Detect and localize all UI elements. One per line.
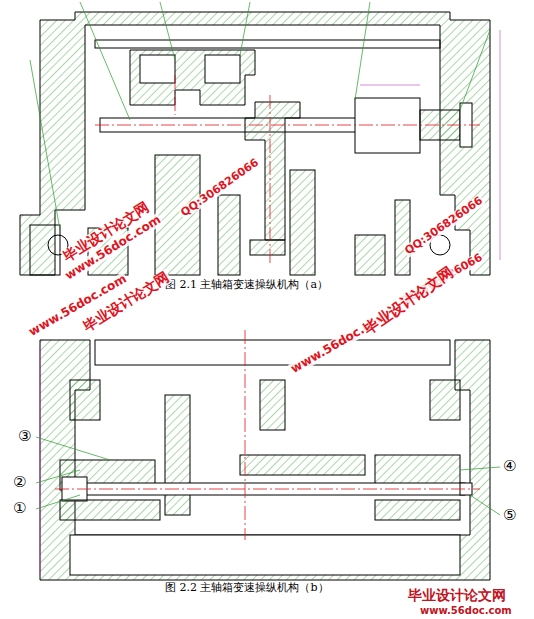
figure-caption: 图 2.1 主轴箱变速操纵机构（a） bbox=[165, 279, 328, 291]
callout-number: ② bbox=[13, 474, 26, 491]
callout-number: ④ bbox=[503, 458, 516, 475]
callout-number: ③ bbox=[18, 428, 31, 445]
logo-text: www.56doc.com bbox=[420, 605, 512, 616]
callout-number: ① bbox=[13, 500, 26, 517]
callout-number: ⑤ bbox=[503, 507, 516, 524]
figure-caption: 图 2.2 主轴箱变速操纵机构（b） bbox=[165, 582, 329, 594]
logo-text: 毕业设计论文网 bbox=[408, 588, 506, 603]
